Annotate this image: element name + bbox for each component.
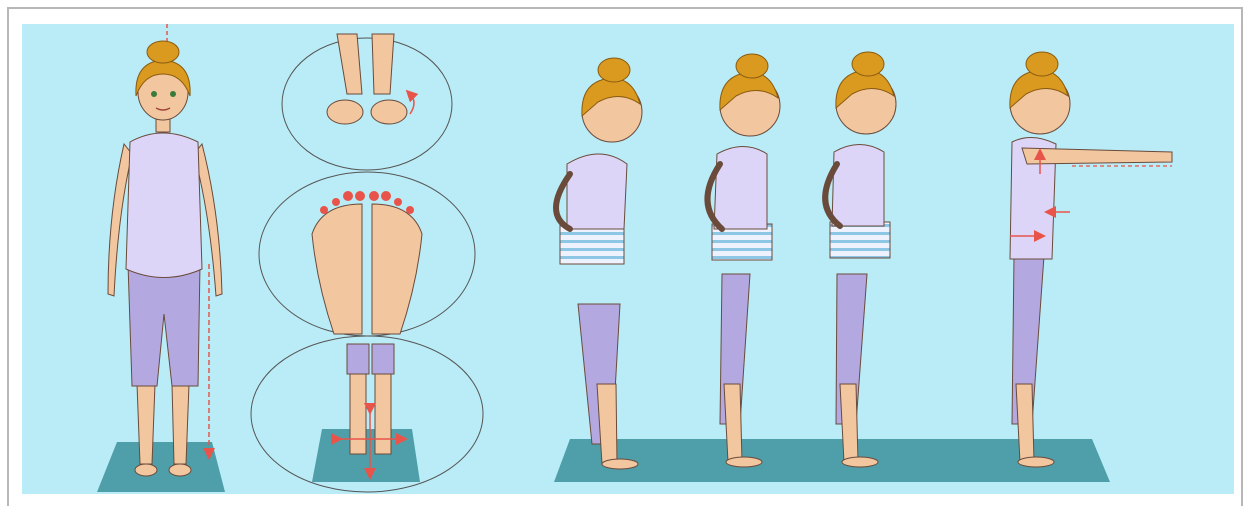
illustration-panel [22,24,1234,494]
front-view-figure [97,24,225,492]
side-view-figure-1 [556,58,642,469]
side-view-figure-3 [825,52,896,467]
side-view-figure-2 [707,54,780,467]
feet-detail-figure [251,34,483,492]
yoga-illustration [22,24,1234,494]
yoga-mat-front [97,442,225,492]
side-view-figure-arms-forward [1010,52,1172,467]
